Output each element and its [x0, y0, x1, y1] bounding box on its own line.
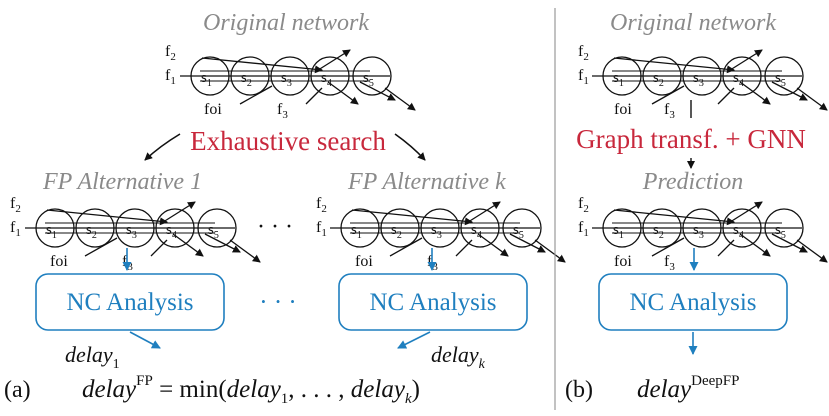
svg-text:s4: s4: [733, 70, 744, 89]
nc-analysis-box-1: NC Analysis: [35, 273, 225, 331]
svg-text:f1: f1: [10, 219, 21, 239]
svg-text:NC Analysis: NC Analysis: [629, 289, 756, 316]
svg-text:s4: s4: [471, 222, 482, 241]
svg-text:s2: s2: [653, 70, 664, 89]
altk-network-labels: f2 f1 s1 s2 s3 s4 s5 foi f3: [316, 195, 524, 273]
panel-a-letter: (a): [4, 377, 31, 403]
svg-text:s2: s2: [86, 222, 97, 241]
arrow-to-altk: [394, 133, 426, 161]
svg-text:f1: f1: [578, 67, 589, 87]
prediction-network-labels: f2 f1 s1 s2 s3 s4 s5 foi f3: [578, 195, 786, 273]
svg-text:s2: s2: [391, 222, 402, 241]
svg-text:s1: s1: [201, 70, 212, 89]
nc-analysis-box-deepfp: NC Analysis: [598, 273, 788, 331]
delay1-label: delay1: [65, 342, 120, 372]
svg-text:s3: s3: [693, 70, 704, 89]
svg-text:s4: s4: [166, 222, 177, 241]
svg-text:s2: s2: [653, 222, 664, 241]
svg-text:s1: s1: [613, 70, 624, 89]
nc-analysis-box-k: NC Analysis: [338, 273, 528, 331]
svg-text:f3: f3: [277, 101, 288, 121]
svg-text:s1: s1: [351, 222, 362, 241]
svg-text:foi: foi: [614, 101, 632, 118]
svg-text:f1: f1: [316, 219, 327, 239]
exhaustive-search-label: Exhaustive search: [190, 126, 386, 156]
svg-text:s2: s2: [241, 70, 252, 89]
svg-text:NC Analysis: NC Analysis: [369, 289, 496, 316]
svg-text:NC Analysis: NC Analysis: [66, 289, 193, 316]
alt1-title: FP Alternative 1: [42, 169, 202, 195]
right-original-network-labels: f2 f1 s1 s2 s3 s4 s5 foi f3: [578, 43, 786, 121]
svg-text:f2: f2: [10, 195, 21, 215]
svg-text:f3: f3: [664, 253, 675, 273]
svg-text:s1: s1: [46, 222, 57, 241]
prediction-title: Prediction: [642, 169, 743, 195]
svg-text:s3: s3: [693, 222, 704, 241]
left-original-network-labels: f2 f1 s1 s2 s3 s4 s5 foi f3: [165, 43, 374, 121]
svg-text:f2: f2: [578, 195, 589, 215]
panel-b-letter: (b): [565, 377, 593, 403]
delayk-label: delayk: [431, 342, 486, 372]
svg-text:s3: s3: [431, 222, 442, 241]
svg-text:f2: f2: [316, 195, 327, 215]
svg-text:s5: s5: [775, 70, 786, 89]
svg-text:s5: s5: [513, 222, 524, 241]
svg-text:foi: foi: [355, 253, 373, 270]
fp-formula: delayFP = min(delay1, . . . , delayk): [82, 373, 420, 407]
svg-text:s4: s4: [321, 70, 332, 89]
delay1-arrow: [129, 331, 161, 349]
svg-text:s3: s3: [126, 222, 137, 241]
delayk-arrow: [397, 331, 431, 349]
right-original-title: Original network: [610, 10, 776, 36]
alternatives-ellipsis: · · ·: [257, 214, 293, 240]
svg-text:f2: f2: [578, 43, 589, 63]
left-original-title: Original network: [203, 10, 369, 36]
svg-text:f1: f1: [578, 219, 589, 239]
svg-text:foi: foi: [50, 253, 68, 270]
nc-box-ellipsis: · · ·: [259, 289, 296, 316]
altk-title: FP Alternative k: [347, 169, 506, 195]
svg-text:s5: s5: [775, 222, 786, 241]
arrow-to-alt1: [144, 133, 181, 161]
svg-text:foi: foi: [614, 253, 632, 270]
svg-text:s3: s3: [281, 70, 292, 89]
svg-text:s1: s1: [613, 222, 624, 241]
graph-transform-label: Graph transf. + GNN: [576, 124, 806, 154]
svg-text:s5: s5: [363, 70, 374, 89]
svg-text:foi: foi: [204, 101, 222, 118]
svg-text:f1: f1: [165, 67, 176, 87]
svg-text:f3: f3: [664, 101, 675, 121]
svg-text:s5: s5: [208, 222, 219, 241]
svg-text:s4: s4: [733, 222, 744, 241]
svg-text:f2: f2: [165, 43, 176, 63]
deepfp-result-label: delayDeepFP: [637, 373, 739, 403]
